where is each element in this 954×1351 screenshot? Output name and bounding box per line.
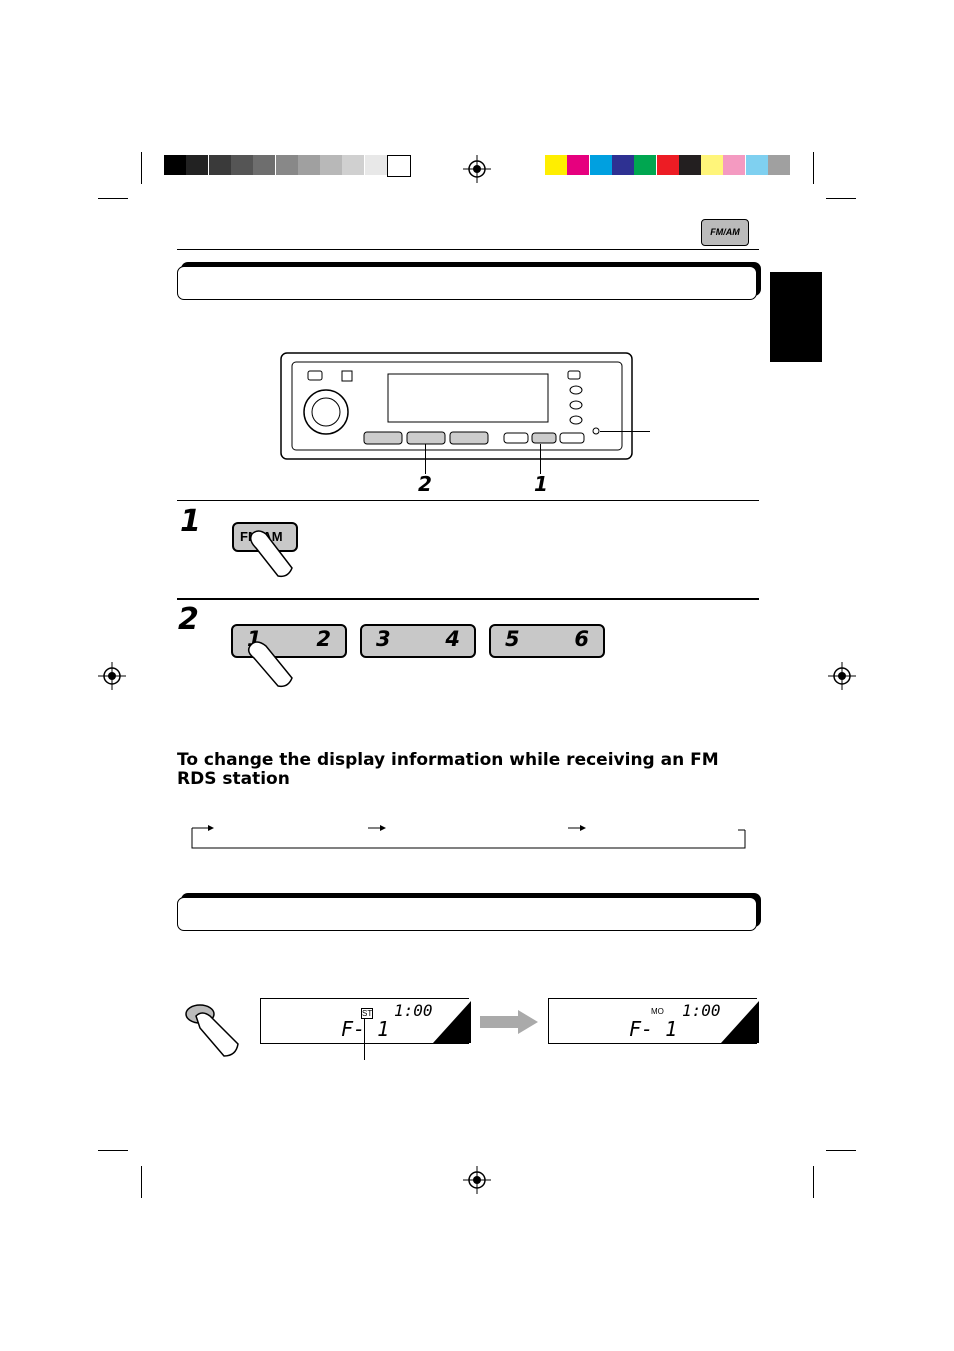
registration-target-icon [463,155,491,183]
gray-swatch [275,155,298,175]
lcd-display-mono: MO 1:00 F- 1 [548,998,759,1044]
gray-swatch [186,155,209,175]
mono-button-press-icon[interactable] [184,1000,244,1060]
preset-number: 6 [574,627,589,651]
section-title-bar [177,897,757,931]
lcd-clock: 1:00 [394,1001,433,1020]
color-swatch [745,155,768,175]
step-number: 2 [178,602,199,637]
color-swatch [567,155,590,175]
indicator-callout-line [364,1018,365,1060]
registration-target-icon [98,662,126,690]
crop-mark [826,198,856,199]
preset-number: 2 [316,627,331,651]
fm-am-header-label: FM/AM [710,227,740,237]
rds-display-heading: To change the display information while … [177,750,719,789]
lcd-band: F- 1 [629,1017,678,1041]
preset-number: 5 [505,627,520,651]
callout-number: 2 [418,472,432,496]
crop-mark [141,1166,142,1198]
callout-line [540,444,541,474]
crop-mark [826,1150,856,1151]
color-swatch [634,155,657,175]
crop-mark [98,198,128,199]
crop-mark [141,152,142,184]
signal-meter-icon [721,1001,759,1043]
stereo-indicator: ST [361,1008,374,1019]
signal-meter-icon [433,1001,471,1043]
mono-indicator: MO [651,1007,664,1016]
language-side-tab [770,272,822,362]
callout-number: 1 [534,472,548,496]
step-number: 1 [180,504,201,539]
section-title-bar [177,266,757,300]
lcd-band: F- 1 [341,1017,390,1041]
header-rule [177,249,759,250]
gray-swatch [320,155,343,175]
gray-swatch [297,155,320,175]
crop-mark [813,1166,814,1198]
gray-swatch [230,155,253,175]
crop-mark [98,1150,128,1151]
gray-swatch [364,155,387,175]
gray-swatch [164,155,186,175]
color-swatch [723,155,746,175]
callout-line [425,444,426,474]
finger-press-icon [249,530,293,578]
gray-swatch [342,155,365,175]
step-divider [177,598,759,600]
fm-am-header-icon: FM/AM [701,219,749,246]
car-stereo-unit-illustration [280,352,633,460]
registration-target-icon [463,1166,491,1194]
color-swatch [656,155,679,175]
preset-number: 4 [445,627,460,651]
registration-target-icon [828,662,856,690]
gray-swatch [387,155,411,177]
color-swatch [701,155,724,175]
preset-number: 3 [376,627,391,651]
step-divider [177,500,759,501]
color-swatch [678,155,701,175]
callout-line [600,431,650,432]
color-swatch [589,155,612,175]
crop-mark [813,152,814,184]
lcd-clock: 1:00 [682,1001,721,1020]
color-swatch [611,155,634,175]
color-swatch [768,155,790,175]
color-swatch [545,155,567,175]
display-cycle-diagram [191,825,746,849]
gray-swatch [253,155,276,175]
gray-swatch [208,155,231,175]
transition-arrow-icon [480,1010,538,1034]
finger-press-icon [247,641,293,688]
